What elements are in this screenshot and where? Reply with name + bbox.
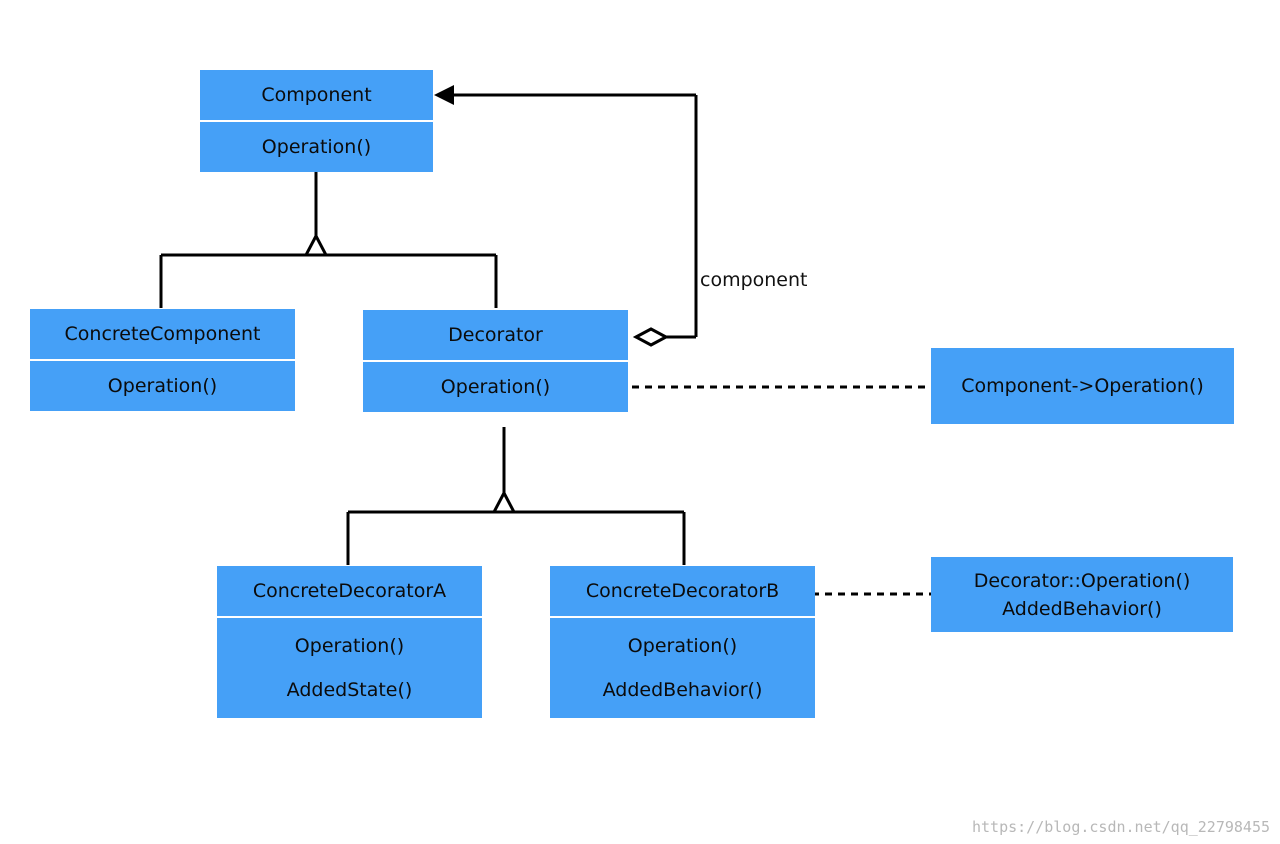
class-name: ConcreteDecoratorA — [217, 566, 482, 618]
operation: AddedBehavior() — [602, 679, 763, 701]
operation: Operation() — [107, 375, 218, 397]
class-name: Decorator — [363, 310, 628, 362]
note-connectors — [606, 385, 938, 596]
class-concrete-component: ConcreteComponent Operation() — [30, 309, 295, 411]
note-line: Decorator::Operation() — [973, 569, 1191, 592]
operation: Operation() — [294, 635, 405, 657]
class-component: Component Operation() — [200, 70, 433, 172]
operations: Operation() — [363, 362, 628, 412]
note-concrete-decorator-b-operation: Decorator::Operation() AddedBehavior() — [931, 557, 1233, 632]
class-decorator: Decorator Operation() — [363, 310, 628, 412]
operation: Operation() — [440, 376, 551, 398]
operation: AddedState() — [286, 679, 413, 701]
note-line: Component->Operation() — [961, 375, 1204, 397]
operations: Operation() — [200, 122, 433, 172]
class-concrete-decorator-b: ConcreteDecoratorB Operation() AddedBeha… — [550, 566, 815, 718]
operations: Operation() AddedBehavior() — [550, 618, 815, 718]
watermark: https://blog.csdn.net/qq_22798455 — [971, 818, 1270, 836]
association-label: component — [700, 269, 808, 291]
class-concrete-decorator-a: ConcreteDecoratorA Operation() AddedStat… — [217, 566, 482, 718]
operation: Operation() — [627, 635, 738, 657]
operations: Operation() — [30, 361, 295, 411]
aggregation-association — [434, 85, 698, 347]
class-name: ConcreteComponent — [30, 309, 295, 361]
class-name: Component — [200, 70, 433, 122]
inheritance-decorator — [346, 427, 686, 565]
operations: Operation() AddedState() — [217, 618, 482, 718]
inheritance-component — [159, 172, 498, 308]
class-name: ConcreteDecoratorB — [550, 566, 815, 618]
operation: Operation() — [261, 136, 372, 158]
note-line: AddedBehavior() — [1002, 597, 1162, 620]
note-decorator-operation: Component->Operation() — [931, 348, 1234, 424]
